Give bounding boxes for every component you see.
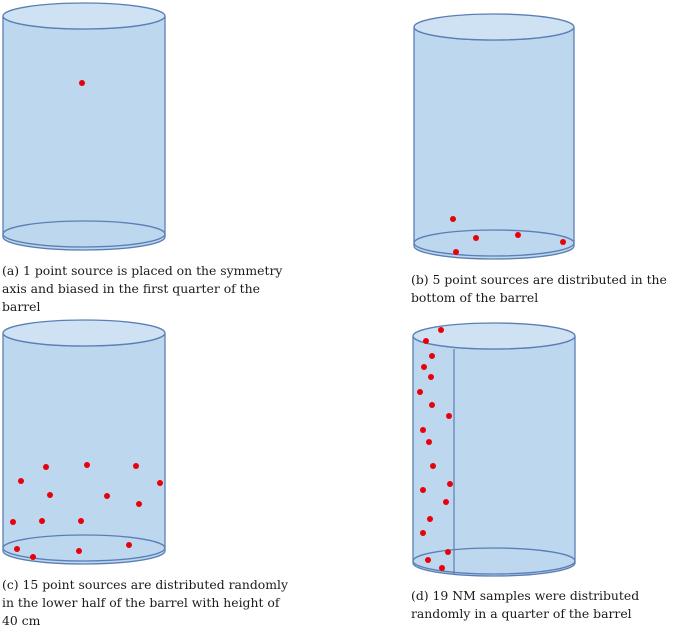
caption-b: (b) 5 point sources are distributed in t… bbox=[411, 272, 667, 305]
barrel-bottom-ellipse bbox=[2, 220, 166, 248]
panel-b-barrel bbox=[413, 13, 575, 260]
nm-sample bbox=[429, 353, 435, 359]
nm-sample bbox=[425, 557, 431, 563]
point-source bbox=[84, 462, 90, 468]
barrel-top-ellipse bbox=[2, 2, 166, 30]
point-source bbox=[76, 548, 82, 554]
nm-sample bbox=[417, 389, 423, 395]
point-source bbox=[78, 518, 84, 524]
nm-sample bbox=[446, 413, 452, 419]
nm-sample bbox=[420, 427, 426, 433]
point-source bbox=[43, 464, 49, 470]
point-source bbox=[79, 80, 85, 86]
barrel-body bbox=[2, 15, 166, 251]
nm-sample bbox=[447, 481, 453, 487]
caption-d: (d) 19 NM samples were distributed rando… bbox=[411, 588, 640, 621]
point-source bbox=[18, 478, 24, 484]
barrel-top-ellipse bbox=[2, 319, 166, 347]
nm-sample bbox=[423, 338, 429, 344]
panel-a-barrel bbox=[2, 2, 166, 251]
nm-sample bbox=[427, 516, 433, 522]
point-source bbox=[14, 546, 20, 552]
barrel-bottom-ellipse bbox=[412, 547, 576, 575]
barrel-top-ellipse bbox=[412, 322, 576, 350]
nm-sample bbox=[426, 439, 432, 445]
barrel-bottom-ellipse bbox=[413, 229, 575, 257]
point-source bbox=[133, 463, 139, 469]
point-source bbox=[126, 542, 132, 548]
nm-sample bbox=[443, 499, 449, 505]
point-source bbox=[473, 235, 479, 241]
barrel-body bbox=[412, 335, 576, 577]
panel-c-barrel bbox=[2, 319, 166, 565]
barrel-top-ellipse bbox=[413, 13, 575, 41]
point-source bbox=[560, 239, 566, 245]
caption-c: (c) 15 point sources are distributed ran… bbox=[2, 577, 288, 628]
point-source bbox=[10, 519, 16, 525]
point-source bbox=[30, 554, 36, 560]
point-source bbox=[157, 480, 163, 486]
caption-a: (a) 1 point source is placed on the symm… bbox=[2, 263, 283, 314]
point-source bbox=[136, 501, 142, 507]
nm-sample bbox=[420, 530, 426, 536]
nm-sample bbox=[430, 463, 436, 469]
barrel-body bbox=[2, 332, 166, 565]
nm-sample bbox=[445, 549, 451, 555]
point-source bbox=[453, 249, 459, 255]
nm-sample bbox=[439, 565, 445, 571]
point-source bbox=[104, 493, 110, 499]
barrel-bottom-ellipse bbox=[2, 534, 166, 562]
point-source bbox=[515, 232, 521, 238]
barrel-body bbox=[413, 26, 575, 260]
point-source bbox=[450, 216, 456, 222]
nm-sample bbox=[429, 402, 435, 408]
point-source bbox=[47, 492, 53, 498]
nm-sample bbox=[421, 364, 427, 370]
panel-d-barrel bbox=[412, 322, 576, 577]
nm-sample bbox=[428, 374, 434, 380]
nm-sample bbox=[420, 487, 426, 493]
point-source bbox=[39, 518, 45, 524]
nm-sample bbox=[438, 327, 444, 333]
